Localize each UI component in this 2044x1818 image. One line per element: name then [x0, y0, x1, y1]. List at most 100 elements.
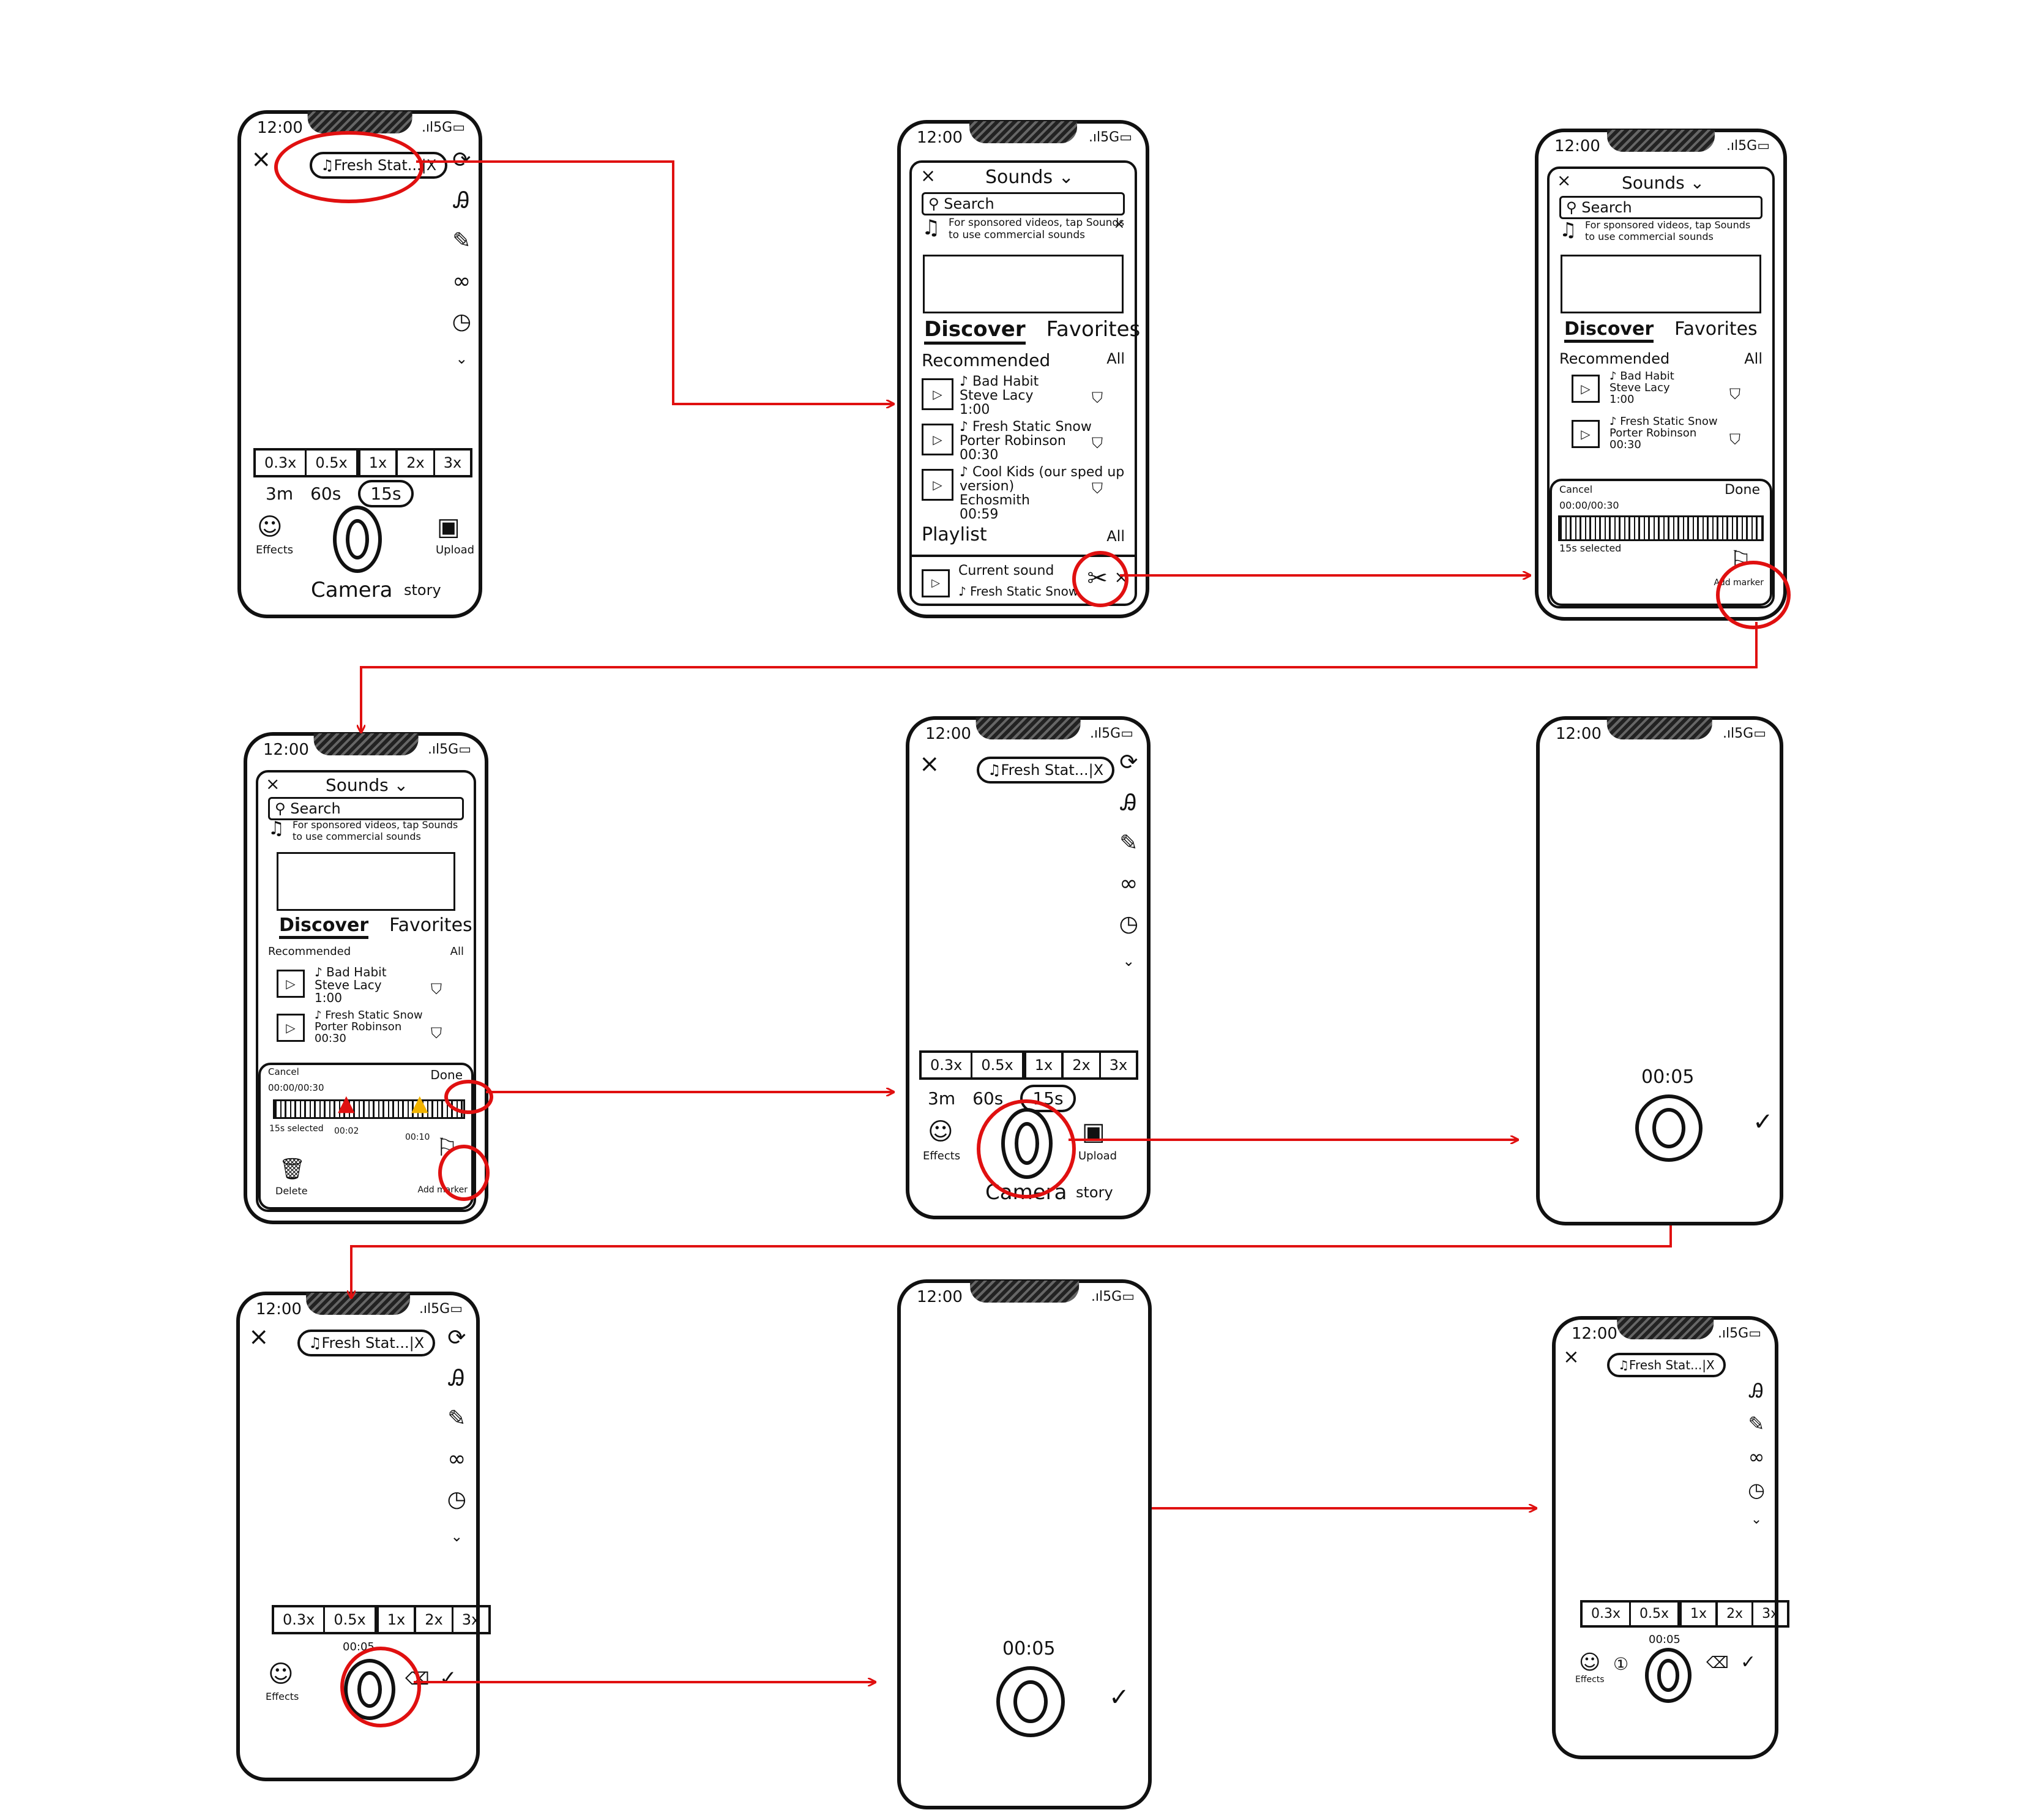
speed-option[interactable]: 0.3x: [1583, 1603, 1632, 1625]
featured-banner[interactable]: [923, 255, 1124, 313]
upload-icon[interactable]: ▣: [1082, 1118, 1105, 1146]
play-icon[interactable]: ▷: [922, 378, 953, 410]
duration-option[interactable]: 60s: [310, 484, 341, 504]
duration-option[interactable]: 3m: [928, 1088, 956, 1109]
story-tab[interactable]: story: [404, 582, 441, 599]
timer-icon[interactable]: ◷: [447, 1487, 466, 1512]
speed-option[interactable]: 2x: [1064, 1053, 1101, 1077]
close-icon[interactable]: ×: [919, 750, 940, 778]
sheet-close-icon[interactable]: ×: [920, 165, 936, 187]
delete-icon[interactable]: 🗑: [279, 1157, 306, 1181]
filters-icon[interactable]: ∞: [447, 1446, 466, 1472]
sound-pill[interactable]: ♫Fresh Stat...|X: [297, 1330, 436, 1356]
speed-option[interactable]: 0.5x: [325, 1607, 376, 1632]
speed-option[interactable]: 2x: [398, 451, 435, 475]
sheet-close-icon[interactable]: ×: [1557, 170, 1572, 190]
speed-option[interactable]: 0.3x: [274, 1607, 326, 1632]
trim-cancel-button[interactable]: Cancel: [268, 1066, 299, 1077]
duration-option[interactable]: 60s: [972, 1088, 1004, 1109]
confirm-check-icon[interactable]: ✓: [1740, 1652, 1756, 1673]
speed-option[interactable]: 3x: [1762, 1606, 1779, 1622]
filters-icon[interactable]: ∞: [452, 269, 471, 294]
featured-banner[interactable]: [1561, 255, 1761, 313]
list-item[interactable]: ▷ ♪ Cool Kids (our sped up version)Echos…: [922, 465, 1125, 522]
close-icon[interactable]: ×: [248, 1323, 269, 1351]
play-icon[interactable]: ▷: [1572, 420, 1600, 448]
speed-option[interactable]: 2x: [416, 1607, 453, 1632]
more-icon[interactable]: ⌄: [455, 350, 468, 367]
tab-discover[interactable]: Discover: [1564, 318, 1654, 343]
filters-icon[interactable]: ∞: [1748, 1445, 1765, 1468]
confirm-check-icon[interactable]: ✓: [1753, 1108, 1774, 1136]
sheet-close-icon[interactable]: ×: [266, 774, 280, 794]
confirm-check-icon[interactable]: ✓: [439, 1666, 457, 1691]
duration-option[interactable]: 3m: [266, 484, 294, 504]
bookmark-icon[interactable]: ⛉: [431, 1025, 442, 1042]
record-button[interactable]: [1645, 1648, 1692, 1703]
beauty-wand-icon[interactable]: ✎: [1748, 1412, 1765, 1435]
effects-icon[interactable]: ☺: [1579, 1650, 1601, 1675]
tab-discover[interactable]: Discover: [924, 317, 1026, 345]
speed-option[interactable]: 3x: [443, 454, 462, 471]
see-all-link[interactable]: All: [1106, 350, 1125, 367]
banner-close-icon[interactable]: ×: [1113, 217, 1125, 232]
upload-icon[interactable]: ▣: [437, 513, 460, 541]
flip-camera-icon[interactable]: ⟳: [452, 148, 471, 173]
trim-cancel-button[interactable]: Cancel: [1559, 484, 1593, 495]
text-icon[interactable]: Ꭿ: [1121, 790, 1137, 815]
tab-discover[interactable]: Discover: [279, 915, 369, 939]
timer-icon[interactable]: ◷: [1748, 1478, 1765, 1502]
text-icon[interactable]: Ꭿ: [1749, 1379, 1764, 1402]
current-play-icon[interactable]: ▷: [922, 569, 950, 597]
play-icon[interactable]: ▷: [922, 424, 953, 455]
effects-icon[interactable]: ☺: [928, 1118, 953, 1146]
speed-option[interactable]: 0.3x: [256, 451, 307, 475]
flip-camera-icon[interactable]: ⟳: [1119, 750, 1138, 775]
marker-red-icon[interactable]: ▲: [338, 1091, 355, 1116]
speed-option[interactable]: 0.3x: [922, 1053, 973, 1077]
close-icon[interactable]: ×: [1563, 1345, 1580, 1368]
more-icon[interactable]: ⌄: [1122, 952, 1135, 970]
story-tab[interactable]: story: [1076, 1184, 1113, 1201]
featured-banner[interactable]: [277, 852, 455, 911]
effects-icon[interactable]: ☺: [257, 513, 283, 541]
waveform-slider[interactable]: [1558, 515, 1764, 541]
bookmark-icon[interactable]: ⛉: [1092, 389, 1103, 406]
see-all-link[interactable]: All: [450, 945, 464, 958]
search-input[interactable]: ⚲ Search: [922, 192, 1125, 215]
bookmark-icon[interactable]: ⛉: [1729, 386, 1740, 403]
speed-option-selected[interactable]: 1x: [1023, 1050, 1064, 1080]
speed-option-selected[interactable]: 1x: [1679, 1600, 1718, 1628]
beauty-wand-icon[interactable]: ✎: [447, 1406, 466, 1431]
flip-camera-icon[interactable]: ⟳: [447, 1325, 466, 1350]
text-icon[interactable]: Ꭿ: [449, 1366, 465, 1391]
camera-tab[interactable]: Camera: [311, 578, 393, 602]
sound-pill[interactable]: ♫Fresh Stat...|X: [1607, 1353, 1726, 1377]
beauty-wand-icon[interactable]: ✎: [1119, 831, 1138, 856]
tab-favorites[interactable]: Favorites: [1674, 318, 1758, 340]
speed-option-selected[interactable]: 1x: [376, 1605, 417, 1634]
play-icon[interactable]: ▷: [1572, 375, 1600, 403]
marker-yellow-icon[interactable]: ▲: [411, 1091, 428, 1116]
delete-clip-icon[interactable]: ⌫: [1706, 1654, 1729, 1672]
tab-favorites[interactable]: Favorites: [1046, 317, 1141, 342]
effects-icon[interactable]: ☺: [268, 1660, 294, 1688]
more-icon[interactable]: ⌄: [1750, 1512, 1762, 1527]
trim-done-button[interactable]: Done: [430, 1068, 463, 1082]
speed-option[interactable]: 0.5x: [972, 1053, 1024, 1077]
play-icon[interactable]: ▷: [277, 1014, 305, 1042]
play-icon[interactable]: ▷: [922, 469, 953, 501]
playlist-all-link[interactable]: All: [1106, 528, 1125, 545]
speed-option[interactable]: 0.5x: [1631, 1603, 1680, 1625]
text-icon[interactable]: Ꭿ: [453, 188, 470, 213]
bookmark-icon[interactable]: ⛉: [1092, 435, 1103, 452]
confirm-check-icon[interactable]: ✓: [1109, 1683, 1130, 1711]
speed-option[interactable]: 3x: [461, 1611, 480, 1628]
sound-pill[interactable]: ♫Fresh Stat...|X: [977, 757, 1115, 784]
duration-option-selected[interactable]: 15s: [358, 480, 414, 507]
